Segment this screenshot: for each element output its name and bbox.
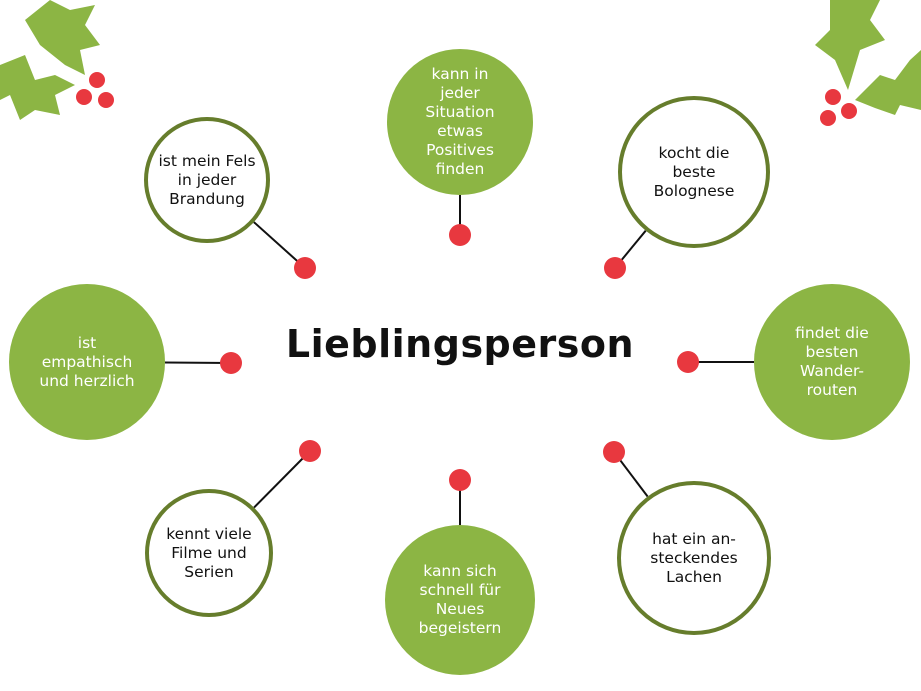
connector-dot-top xyxy=(449,224,471,246)
connector-line-top-left xyxy=(253,221,306,269)
connector-dot-top-left xyxy=(294,257,316,279)
node-text-right: findet die besten Wander- routen xyxy=(795,324,869,399)
node-text-top: kann in jeder Situation etwas Positives … xyxy=(425,65,495,178)
node-text-bottom-left: kennt viele Filme und Serien xyxy=(166,524,252,581)
node-circle-bottom xyxy=(385,525,535,675)
node-text-bottom: kann sich schnell für Neues begeistern xyxy=(418,562,502,637)
node-text-top-left: ist mein Fels in jeder Brandung xyxy=(158,151,256,208)
holly-top-right-decoration xyxy=(815,0,921,126)
node-circle-top xyxy=(387,49,533,195)
node-circle-top-right xyxy=(618,96,770,248)
node-circle-top-left xyxy=(144,117,270,243)
connector-dot-bottom-right xyxy=(603,441,625,463)
connector-dot-bottom xyxy=(449,469,471,491)
node-text-bottom-right: hat ein an- steckendes Lachen xyxy=(650,529,738,586)
connector-line-bottom-left xyxy=(253,450,311,509)
central-topic-title: Lieblingsperson xyxy=(285,322,635,366)
node-text-left: ist empathisch und herzlich xyxy=(39,333,135,390)
connector-dot-bottom-left xyxy=(299,440,321,462)
node-text-top-right: kocht die beste Bolognese xyxy=(653,143,735,200)
holly-top-left-decoration xyxy=(0,0,114,120)
node-circle-left xyxy=(9,284,165,440)
node-circle-right xyxy=(754,284,910,440)
connector-dot-top-right xyxy=(604,257,626,279)
connector-dot-right xyxy=(677,351,699,373)
node-circle-bottom-right xyxy=(617,481,771,635)
connector-dot-left xyxy=(220,352,242,374)
node-circle-bottom-left xyxy=(145,489,273,617)
